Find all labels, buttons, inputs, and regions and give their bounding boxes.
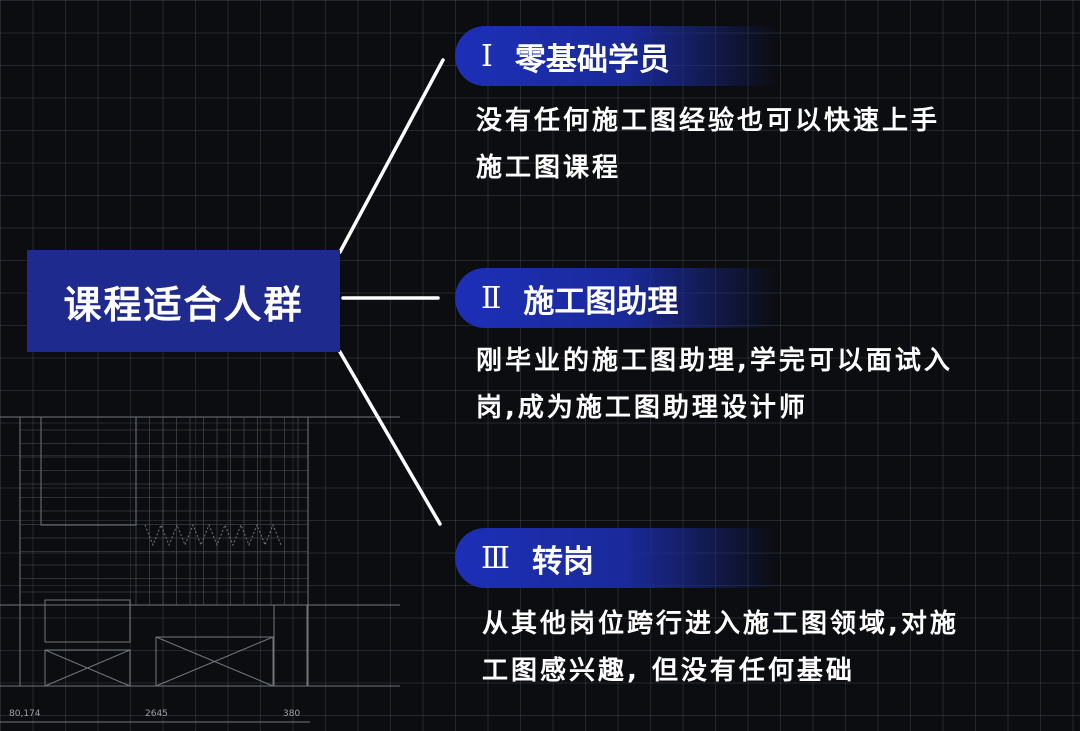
numeral: Ⅱ [481, 280, 502, 316]
center-title: 课程适合人群 [63, 282, 304, 327]
description-line: 没有任何施工图经验也可以快速上手 [476, 106, 941, 136]
center-title-box: 课程适合人群 [27, 250, 340, 352]
branch-title: 转岗 [531, 543, 594, 580]
description-line: 从其他岗位跨行进入施工图领域,对施 [482, 609, 959, 639]
connector-line-1 [338, 58, 445, 254]
branch-header-1: Ⅰ 零基础学员 [455, 26, 835, 86]
numeral: Ⅲ [481, 540, 510, 576]
branch-description-1: 没有任何施工图经验也可以快速上手 施工图课程 [476, 98, 940, 192]
branch-title: 施工图助理 [523, 283, 679, 320]
branch-header-2: Ⅱ 施工图助理 [455, 268, 835, 328]
description-line: 工图感兴趣, 但没有任何基础 [482, 656, 855, 686]
dimension-label: 2645 [145, 709, 168, 719]
description-line: 刚毕业的施工图助理,学完可以面试入 [476, 346, 953, 376]
dimension-label: 80,174 [9, 709, 41, 719]
dimension-label: 380 [283, 709, 301, 719]
description-line: 施工图课程 [476, 153, 622, 183]
connector-line-3 [338, 350, 442, 526]
branch-description-3: 从其他岗位跨行进入施工图领域,对施 工图感兴趣, 但没有任何基础 [482, 601, 959, 695]
branch-title: 零基础学员 [514, 41, 670, 78]
numeral: Ⅰ [481, 38, 493, 74]
description-line: 岗,成为施工图助理设计师 [476, 393, 808, 423]
branch-header-3: Ⅲ 转岗 [455, 528, 835, 588]
branch-description-2: 刚毕业的施工图助理,学完可以面试入 岗,成为施工图助理设计师 [476, 338, 953, 432]
